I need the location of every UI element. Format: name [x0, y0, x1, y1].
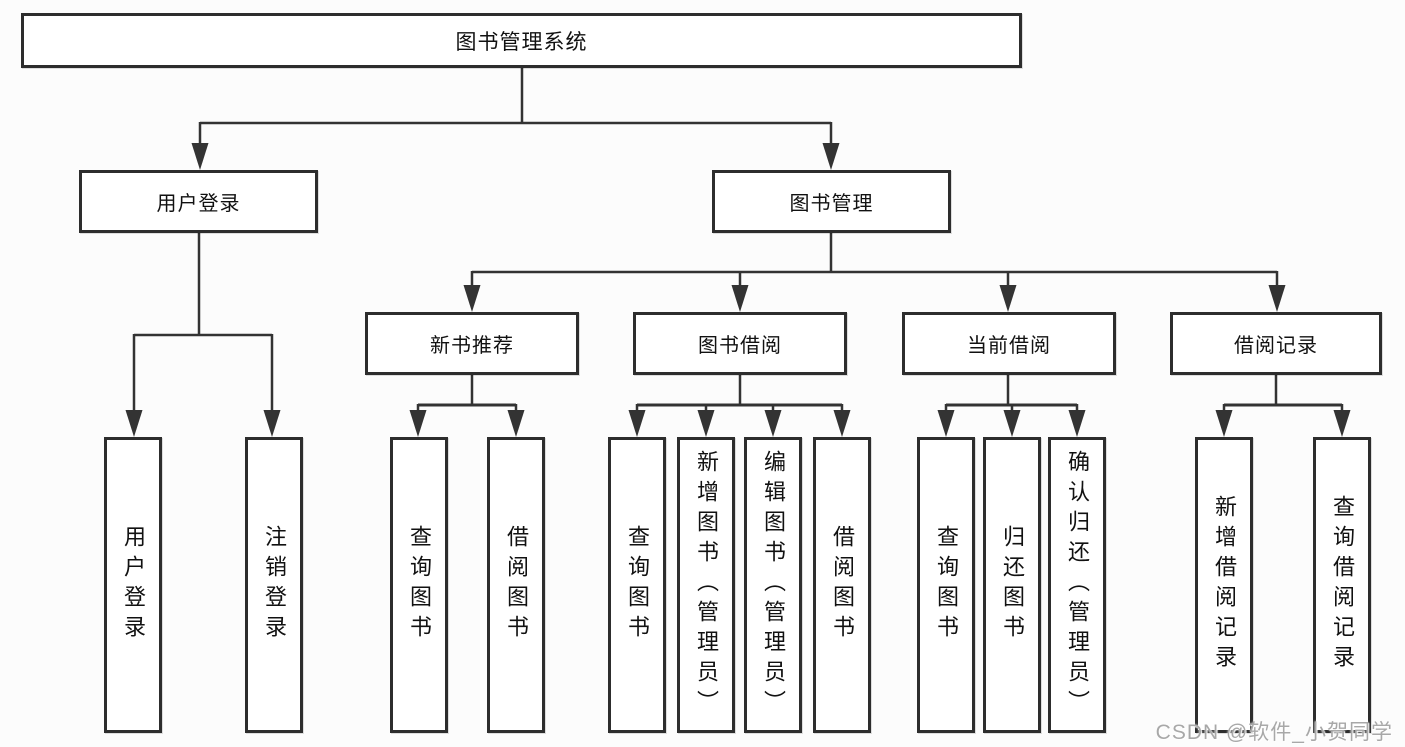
leaf-add-borrow-record: 新增借阅记录	[1195, 437, 1253, 733]
node-user-login: 用户登录	[79, 170, 318, 233]
leaf-label: 用户登录	[121, 525, 146, 645]
node-label: 图书管理	[789, 193, 874, 215]
node-book-management: 图书管理	[712, 170, 951, 233]
leaf-user-login: 用户登录	[104, 437, 162, 733]
leaf-label: 新增借阅记录	[1212, 495, 1237, 675]
leaf-label: 查询借阅记录	[1330, 495, 1355, 675]
leaf-add-books-admin: 新增图书（管理员）	[677, 437, 735, 733]
leaf-logout: 注销登录	[245, 437, 303, 733]
leaf-label: 确认归还（管理员）	[1065, 450, 1090, 720]
node-label: 新书推荐	[430, 335, 514, 357]
leaf-label: 归还图书	[1000, 525, 1025, 645]
leaf-query-books-recommend: 查询图书	[390, 437, 448, 733]
node-current-borrow: 当前借阅	[902, 312, 1116, 375]
node-new-book-recommend: 新书推荐	[365, 312, 579, 375]
leaf-label: 借阅图书	[504, 525, 529, 645]
node-book-borrow: 图书借阅	[633, 312, 847, 375]
leaf-query-borrow-record: 查询借阅记录	[1313, 437, 1371, 733]
leaf-edit-books-admin: 编辑图书（管理员）	[744, 437, 802, 733]
leaf-borrow-books-recommend: 借阅图书	[487, 437, 545, 733]
node-library-management-system: 图书管理系统	[21, 13, 1022, 68]
leaf-label: 查询图书	[407, 525, 432, 645]
leaf-confirm-return-admin: 确认归还（管理员）	[1048, 437, 1106, 733]
node-label: 图书借阅	[698, 335, 782, 357]
node-label: 借阅记录	[1234, 335, 1318, 357]
node-label: 图书管理系统	[455, 30, 588, 54]
leaf-label: 借阅图书	[830, 525, 855, 645]
leaf-label: 编辑图书（管理员）	[761, 450, 786, 720]
leaf-label: 查询图书	[934, 525, 959, 645]
leaf-label: 查询图书	[625, 525, 650, 645]
leaf-query-books-current: 查询图书	[917, 437, 975, 733]
leaf-return-books: 归还图书	[983, 437, 1041, 733]
csdn-watermark: CSDN @软件_小贺同学	[1155, 721, 1393, 744]
node-borrow-records: 借阅记录	[1170, 312, 1382, 375]
node-label: 当前借阅	[967, 335, 1051, 357]
node-label: 用户登录	[156, 193, 241, 215]
leaf-borrow-books: 借阅图书	[813, 437, 871, 733]
leaf-label: 注销登录	[262, 525, 287, 645]
leaf-query-books-borrow: 查询图书	[608, 437, 666, 733]
leaf-label: 新增图书（管理员）	[694, 450, 719, 720]
